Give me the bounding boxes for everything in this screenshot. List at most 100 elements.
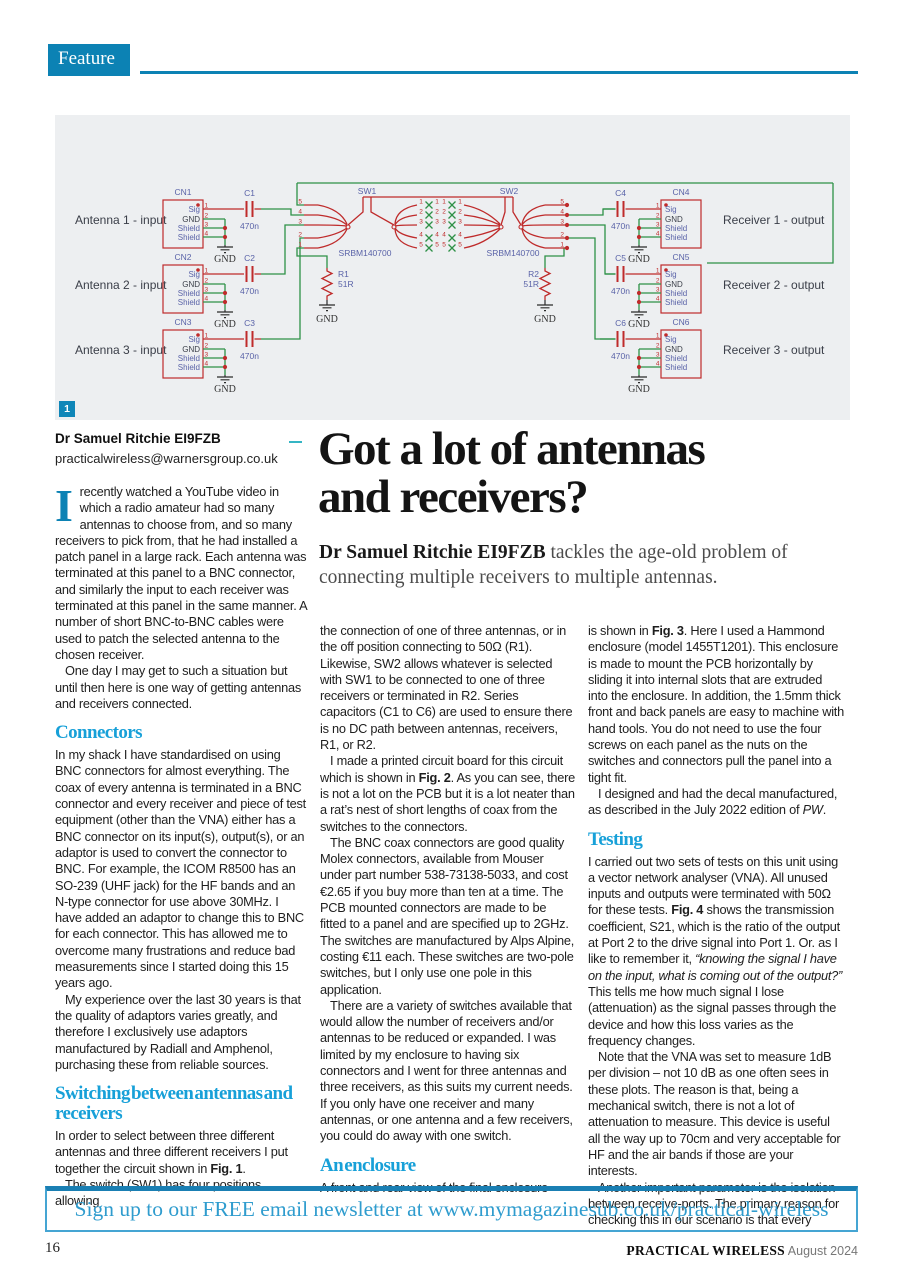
author-block: Dr Samuel Ritchie EI9FZB practicalwirele… xyxy=(55,429,311,469)
svg-text:1: 1 xyxy=(205,333,209,340)
gnd-label: GND xyxy=(534,314,556,325)
svg-text:3: 3 xyxy=(205,352,209,359)
svg-text:4: 4 xyxy=(435,232,439,239)
c6-value: 470n xyxy=(611,351,630,361)
svg-text:2: 2 xyxy=(458,209,462,216)
svg-text:1: 1 xyxy=(656,203,660,210)
svg-text:Shield: Shield xyxy=(665,289,687,298)
paragraph: The BNC coax connectors are good quality… xyxy=(320,834,575,997)
svg-text:5: 5 xyxy=(560,199,564,206)
receiver2-label: Receiver 2 - output xyxy=(723,278,825,292)
cn6-ref: CN6 xyxy=(672,317,689,327)
paragraph: One day I may get to such a situation bu… xyxy=(55,663,302,711)
brand-name: PRACTICAL WIRELESS xyxy=(626,1243,785,1258)
gnd-label: GND xyxy=(628,319,650,330)
standfirst-text: tackles the age-old problem of connectin… xyxy=(319,542,788,588)
svg-text:4: 4 xyxy=(656,361,660,368)
svg-text:2: 2 xyxy=(656,343,660,350)
receiver3-label: Receiver 3 - output xyxy=(723,343,825,357)
paragraph: Note that the VNA was set to measure 1dB… xyxy=(588,1049,841,1179)
svg-text:2: 2 xyxy=(435,209,439,216)
connector-cn5-group: Receiver 2 - output CN5 Sig GND Shield S… xyxy=(605,252,825,330)
svg-text:GND: GND xyxy=(665,215,683,224)
cn2-ref: CN2 xyxy=(174,252,191,262)
svg-text:5: 5 xyxy=(298,199,302,206)
svg-text:Shield: Shield xyxy=(178,289,200,298)
svg-text:3: 3 xyxy=(205,222,209,229)
footer-brand: PRACTICAL WIRELESS August 2024 xyxy=(626,1243,858,1259)
gnd-label: GND xyxy=(214,254,236,265)
author-email: practicalwireless@warnersgroup.co.uk xyxy=(55,451,278,467)
svg-text:1: 1 xyxy=(205,268,209,275)
cn1-ref: CN1 xyxy=(174,187,191,197)
svg-text:5: 5 xyxy=(435,242,439,249)
column-right: is shown in Fig. 3. Here I used a Hammon… xyxy=(588,623,845,1228)
paragraph: I designed and had the decal manufacture… xyxy=(588,785,838,818)
svg-text:2: 2 xyxy=(205,278,209,285)
cn3-ref: CN3 xyxy=(174,317,191,327)
figure1-schematic: Antenna 1 - input CN1 Sig GND Shield Shi… xyxy=(75,182,834,395)
connector-cn4-group: Receiver 1 - output CN4 Sig GND Shield S… xyxy=(603,187,825,265)
svg-text:Sig: Sig xyxy=(665,205,677,214)
section-heading-testing: Testing xyxy=(588,828,643,850)
feature-tab: Feature xyxy=(48,44,130,76)
svg-text:1: 1 xyxy=(419,199,423,206)
c3-value: 470n xyxy=(240,351,259,361)
sw2-part: SRBM140700 xyxy=(487,248,540,258)
svg-text:2: 2 xyxy=(205,213,209,220)
drop-cap: I xyxy=(55,480,73,531)
svg-text:3: 3 xyxy=(435,219,439,226)
svg-text:2: 2 xyxy=(419,209,423,216)
c1-ref: C1 xyxy=(244,188,255,198)
svg-text:Shield: Shield xyxy=(178,363,200,372)
c2-ref: C2 xyxy=(244,253,255,263)
standfirst: Dr Samuel Ritchie EI9FZB tackles the age… xyxy=(319,541,861,590)
svg-text:GND: GND xyxy=(665,280,683,289)
paragraph: is shown in Fig. 3. Here I used a Hammon… xyxy=(588,623,844,785)
paragraph: In order to select between three differe… xyxy=(55,1128,288,1176)
paragraph: There are a variety of switches availabl… xyxy=(320,997,573,1144)
no-connect-marks xyxy=(425,201,433,252)
svg-text:2: 2 xyxy=(205,343,209,350)
figure1-panel: Antenna 1 - input CN1 Sig GND Shield Shi… xyxy=(55,115,850,420)
connector-cn2-group: Antenna 2 - input CN2 Sig GND Shield Shi… xyxy=(75,252,261,330)
r2-ref: R2 xyxy=(528,269,539,279)
svg-text:1: 1 xyxy=(435,199,439,206)
headline-line2: and receivers? xyxy=(318,470,589,523)
r1-ref: R1 xyxy=(338,269,349,279)
antenna2-label: Antenna 2 - input xyxy=(75,278,167,292)
svg-text:5: 5 xyxy=(442,242,446,249)
svg-text:1: 1 xyxy=(560,242,564,249)
c5-ref: C5 xyxy=(615,253,626,263)
page-number: 16 xyxy=(45,1240,60,1256)
svg-text:4: 4 xyxy=(560,209,564,216)
svg-text:1: 1 xyxy=(442,199,446,206)
svg-text:5: 5 xyxy=(458,242,462,249)
svg-text:4: 4 xyxy=(205,296,209,303)
svg-text:Shield: Shield xyxy=(178,233,200,242)
antenna1-label: Antenna 1 - input xyxy=(75,213,167,227)
gnd-label: GND xyxy=(214,319,236,330)
svg-text:4: 4 xyxy=(298,209,302,216)
svg-text:4: 4 xyxy=(442,232,446,239)
sw2-label: SW2 xyxy=(500,186,519,196)
svg-text:1: 1 xyxy=(298,242,302,249)
wiring-green xyxy=(261,182,834,340)
feature-rule xyxy=(140,71,858,74)
sw1-label: SW1 xyxy=(358,186,377,196)
column-middle: the connection of one of three antennas,… xyxy=(320,623,575,1196)
svg-text:4: 4 xyxy=(205,231,209,238)
r2-value: 51R xyxy=(523,279,539,289)
issue-date: August 2024 xyxy=(787,1244,858,1258)
gnd-label: GND xyxy=(628,254,650,265)
svg-text:Shield: Shield xyxy=(178,224,200,233)
c4-value: 470n xyxy=(611,221,630,231)
svg-text:Sig: Sig xyxy=(188,335,200,344)
svg-text:Shield: Shield xyxy=(178,298,200,307)
svg-text:Sig: Sig xyxy=(665,270,677,279)
author-name: Dr Samuel Ritchie EI9FZB xyxy=(55,431,221,446)
c6-ref: C6 xyxy=(615,318,626,328)
svg-text:Shield: Shield xyxy=(178,354,200,363)
